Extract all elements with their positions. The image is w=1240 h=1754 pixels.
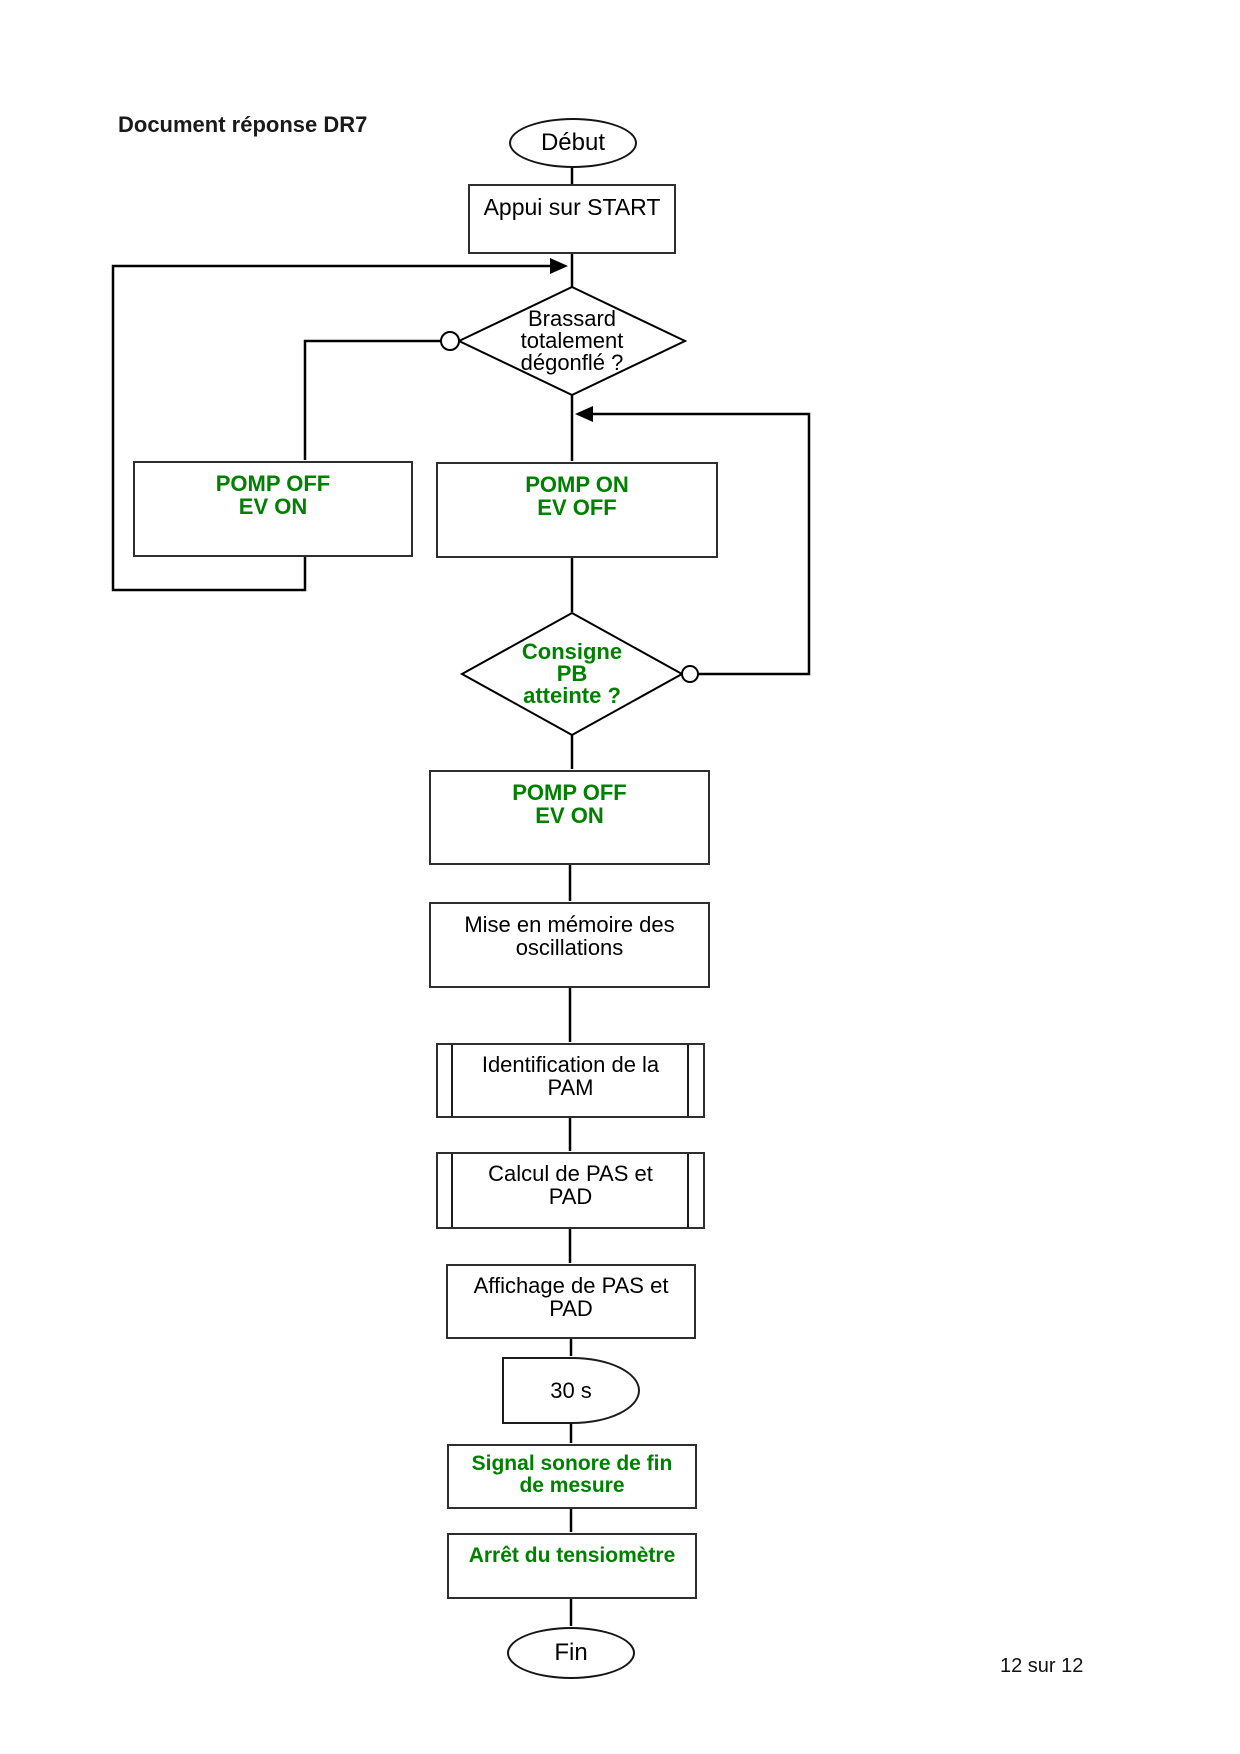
predefined-bar-right-identification (687, 1045, 689, 1116)
node-pomp-off-left-process: POMP OFF EV ON (133, 461, 413, 557)
predefined-bar-left-identification (451, 1045, 453, 1116)
connector-left-loop-return (111, 264, 551, 592)
node-identification-pam-predefined: Identification de la PAM (436, 1043, 705, 1118)
predefined-bar-left-calcul (451, 1154, 453, 1227)
connector-decision1-no-branch (303, 339, 441, 460)
decision2-diamond-shape (459, 611, 685, 737)
node-brassard-decision-label: Brassard totalement dégonflé ? (520, 306, 624, 375)
node-arret-tensiometre-process: Arrêt du tensiomètre (447, 1533, 697, 1599)
page-number: 12 sur 12 (1000, 1655, 1084, 1677)
node-debut-terminator: Début (509, 118, 637, 168)
connector-right-loop-return (591, 412, 811, 676)
node-mise-memoire-process: Mise en mémoire des oscillations (429, 902, 710, 988)
node-pomp-off-main-process: POMP OFF EV ON (429, 770, 710, 865)
node-calcul-pas-pad-predefined: Calcul de PAS et PAD (436, 1152, 705, 1229)
node-fin-terminator: Fin (507, 1627, 635, 1679)
arrowhead-right-loop (575, 406, 593, 422)
decision1-branch-circle (440, 331, 460, 351)
node-signal-sonore-process: Signal sonore de fin de mesure (447, 1444, 697, 1509)
node-pomp-on-process: POMP ON EV OFF (436, 462, 718, 558)
node-affichage-pas-pad-process: Affichage de PAS et PAD (446, 1264, 696, 1339)
page-title: Document réponse DR7 (118, 112, 368, 137)
node-delay-30s: 30 s (502, 1357, 640, 1424)
decision2-branch-circle (681, 665, 699, 683)
arrowhead-left-loop (550, 258, 568, 274)
decision1-diamond-shape (456, 285, 688, 397)
predefined-bar-right-calcul (687, 1154, 689, 1227)
node-consigne-decision-label: Consigne PB atteinte ? (521, 639, 623, 708)
node-appui-start-process: Appui sur START (468, 184, 676, 254)
